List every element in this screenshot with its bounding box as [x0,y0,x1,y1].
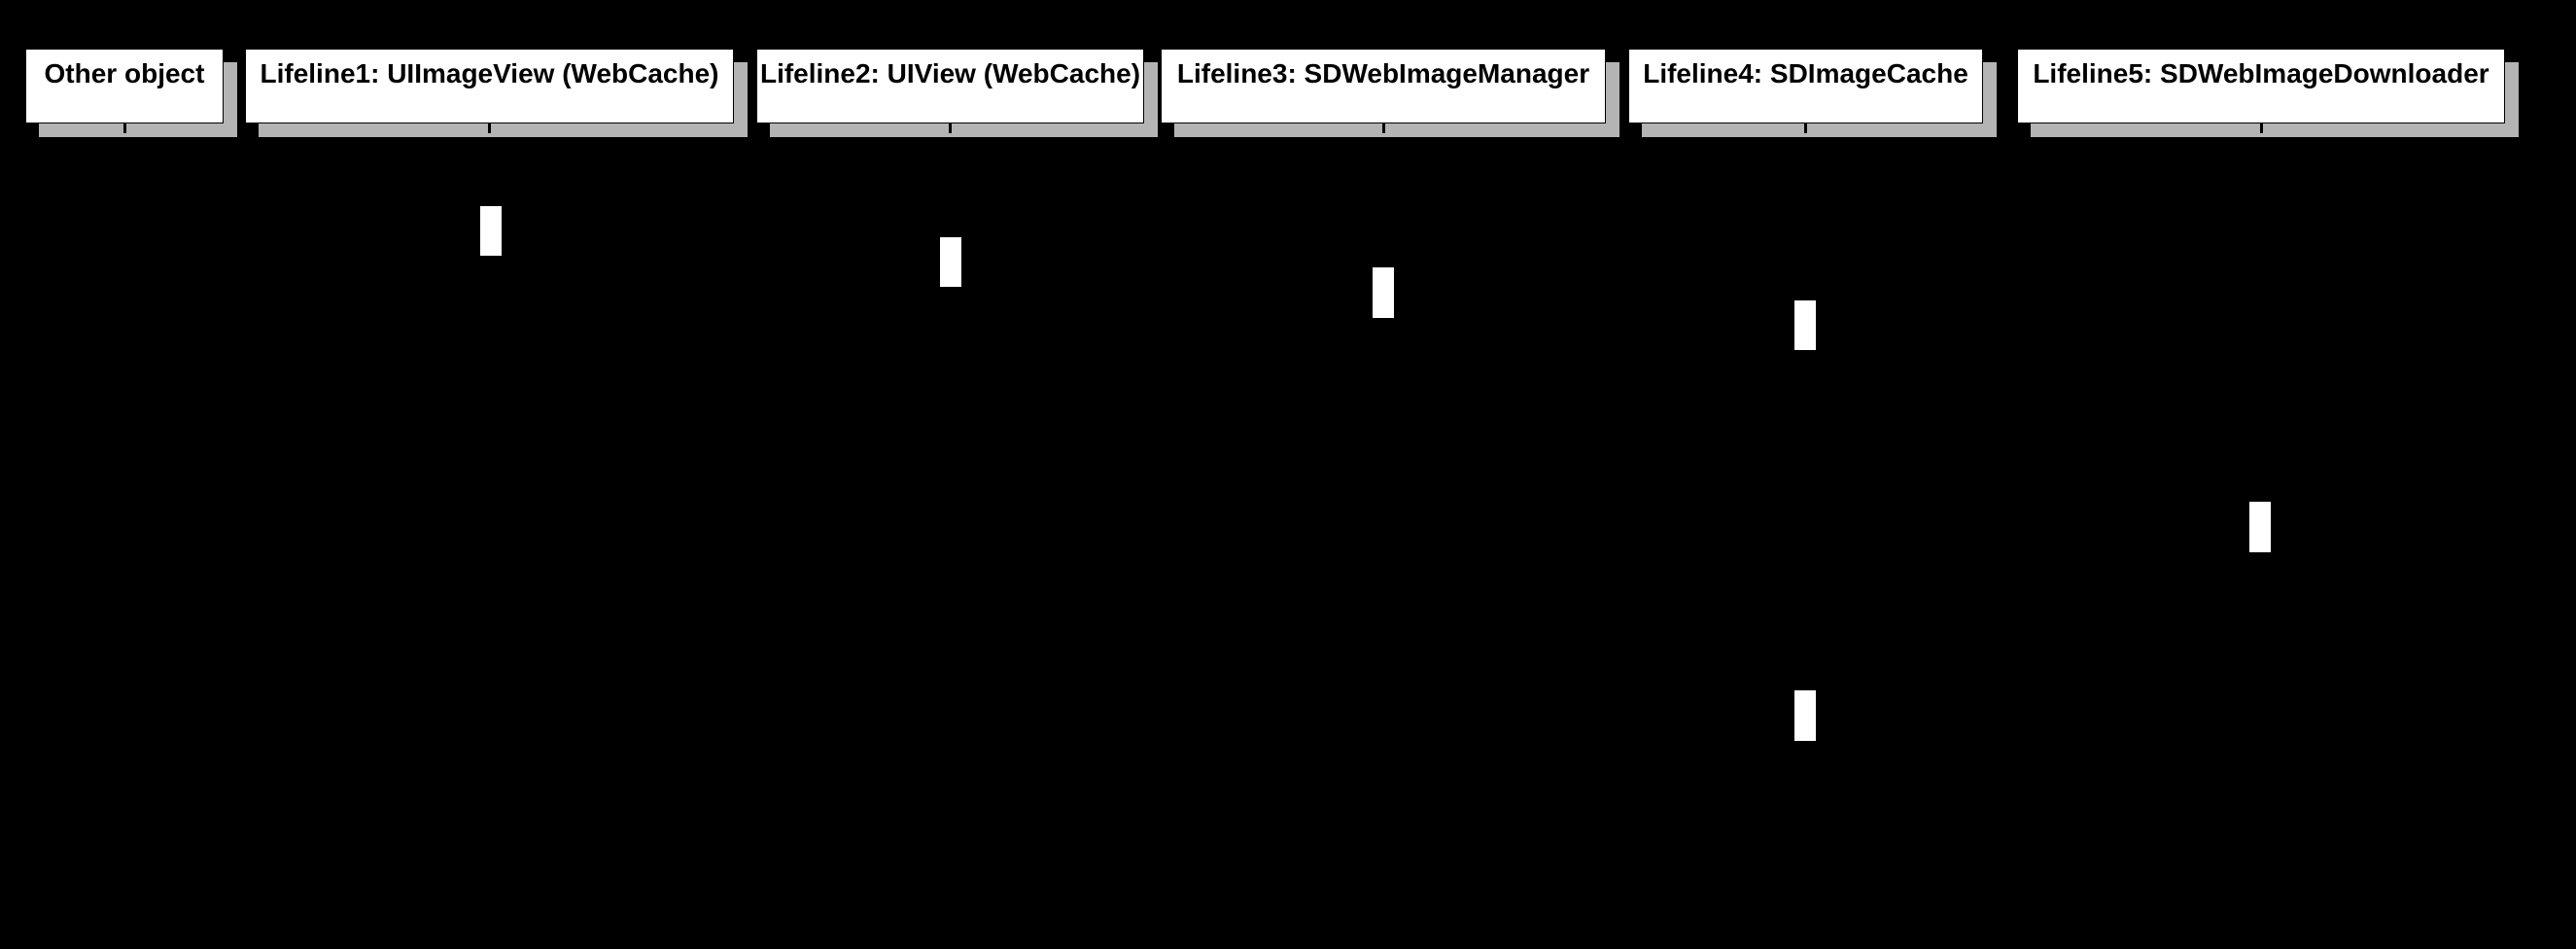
lifeline-header-lifeline2[interactable]: Lifeline2: UIView (WebCache) [756,49,1144,123]
lifeline-start-tick [2260,123,2263,133]
lifeline-start-tick [949,123,952,133]
lifeline-header-lifeline3[interactable]: Lifeline3: SDWebImageManager [1161,49,1606,123]
lifeline-header-lifeline4[interactable]: Lifeline4: SDImageCache [1628,49,1983,123]
activation-bar-lifeline1[interactable] [479,205,503,257]
lifeline-label: Lifeline3: SDWebImageManager [1176,58,1590,88]
lifeline-header-lifeline1[interactable]: Lifeline1: UIImageView (WebCache) [245,49,734,123]
lifeline-label: Other object [44,58,205,88]
activation-bar-lifeline4-second[interactable] [1793,689,1817,742]
activation-bar-lifeline4[interactable] [1793,299,1817,351]
lifeline-label: Lifeline4: SDImageCache [1643,58,1968,88]
lifeline-label: Lifeline5: SDWebImageDownloader [2033,58,2489,88]
lifeline-label: Lifeline1: UIImageView (WebCache) [260,58,719,88]
lifeline-start-tick [488,123,491,133]
lifeline-start-tick [123,123,126,133]
lifeline-header-lifeline5[interactable]: Lifeline5: SDWebImageDownloader [2017,49,2505,123]
activation-bar-lifeline2[interactable] [939,236,962,288]
lifeline-label: Lifeline2: UIView (WebCache) [759,58,1141,88]
lifeline-start-tick [1382,123,1385,133]
lifeline-start-tick [1804,123,1807,133]
lifeline-header-other-object[interactable]: Other object [25,49,224,123]
activation-bar-lifeline3[interactable] [1372,266,1395,319]
activation-bar-lifeline5[interactable] [2248,501,2272,553]
